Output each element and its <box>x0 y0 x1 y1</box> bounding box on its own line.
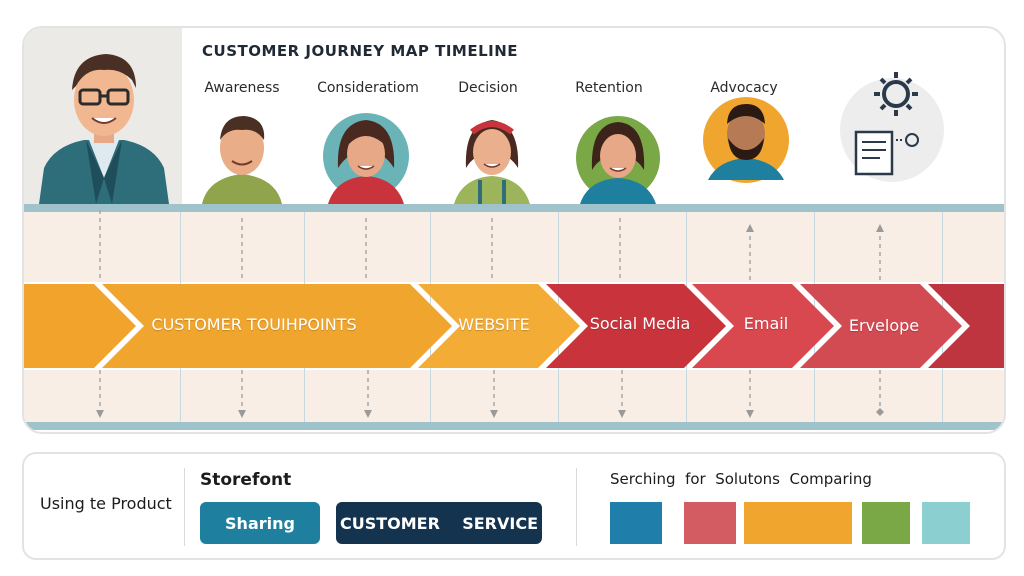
gear-document-icon <box>840 72 944 182</box>
stage-avatars <box>202 72 944 204</box>
stage-label-decision: Decision <box>458 80 518 96</box>
timeline-band-upper <box>24 212 1004 282</box>
bottom-panel: Using te Product Storefont Sharing CUSTO… <box>22 452 1006 560</box>
page-title: CUSTOMER JOURNEY MAP TIMELINE <box>202 42 519 60</box>
touchpoint-label-website: WEBSITE <box>458 315 530 334</box>
storefront-heading: Storefont <box>200 470 292 490</box>
avatar-consideration <box>323 113 409 204</box>
timeline-band-lower <box>24 370 1004 422</box>
panel-divider <box>576 468 577 546</box>
color-swatch-red <box>684 502 736 544</box>
touchpoint-label-email: Email <box>743 314 789 333</box>
journey-map-card: CUSTOMER JOURNEY MAP TIMELINE Awareness … <box>22 26 1006 434</box>
sharing-button[interactable]: Sharing <box>200 502 320 544</box>
timeline-rail-top <box>24 204 1004 212</box>
timeline-rail-bottom <box>24 422 1004 430</box>
color-swatch-orange <box>744 502 852 544</box>
touchpoint-chevrons <box>24 284 1004 368</box>
touchpoint-label-main: CUSTOMER TOUIHPOINTS <box>151 315 357 334</box>
panel-divider <box>184 468 185 546</box>
color-swatch-green <box>862 502 910 544</box>
stage-label-consideration: Consideratiom <box>317 80 419 96</box>
touchpoint-label-envelope: Ervelope <box>848 316 920 335</box>
color-swatch-blue <box>610 502 662 544</box>
avatar-retention <box>576 116 660 204</box>
searching-solutions-text: Serching for Solutons Comparing <box>610 470 872 488</box>
timeline-connectors <box>24 210 1004 418</box>
touchpoint-label-social-media: Social Media <box>589 314 691 333</box>
color-swatch-teal <box>922 502 970 544</box>
stage-label-advocacy: Advocacy <box>710 80 778 96</box>
main-persona-avatar <box>39 54 169 204</box>
stage-label-retention: Retention <box>575 80 643 96</box>
avatar-awareness <box>202 116 282 204</box>
avatar-decision <box>454 120 530 204</box>
stage-label-awareness: Awareness <box>204 80 280 96</box>
avatar-advocacy <box>703 97 789 183</box>
using-product-text: Using te Product <box>40 494 172 513</box>
customer-service-button[interactable]: CUSTOMER SERVICE <box>336 502 542 544</box>
